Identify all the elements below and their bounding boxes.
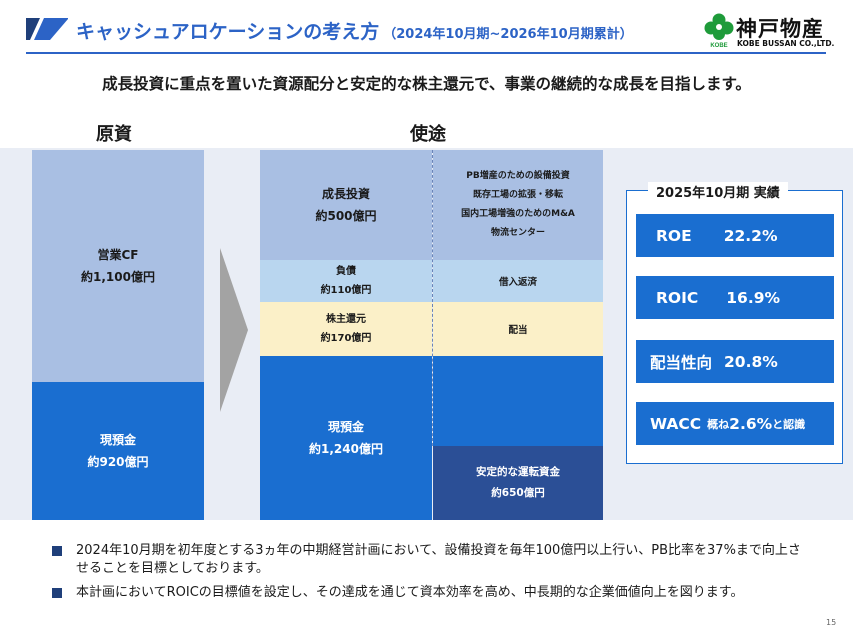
note-item: 2024年10月期を初年度とする3ヵ年の中期経営計画において、設備投資を毎年10…	[50, 542, 810, 578]
note-text: 本計画においてROICの目標値を設定し、その達成を通じて資本効率を高め、中長期的…	[76, 585, 744, 600]
working-capital-amount: 約650億円	[491, 487, 545, 499]
clover-logo-icon: KOBE	[704, 13, 734, 49]
sources-cash-block: 現預金 約920億円	[32, 382, 204, 520]
note-text: 2024年10月期を初年度とする3ヵ年の中期経営計画において、設備投資を毎年10…	[76, 543, 801, 576]
slide-header: キャッシュアロケーションの考え方（2024年10月期~2026年10月期累計） …	[0, 0, 853, 58]
kpi-roe-label: ROE	[656, 226, 692, 245]
sources-cash-amount: 約920億円	[87, 455, 149, 469]
uses-growth-block: 成長投資 約500億円	[260, 150, 432, 260]
debt-amount: 約110億円	[320, 285, 372, 296]
kpi-payout: 配当性向 20.8%	[636, 340, 834, 383]
operating-cf-label: 営業CF	[97, 248, 139, 262]
growth-detail-item: 既存工場の拡張・移転	[472, 190, 563, 200]
header-rule	[26, 52, 826, 54]
growth-detail-item: 国内工場増強のためのM&A	[461, 209, 575, 219]
square-bullet-icon	[52, 588, 62, 598]
uses-cash-label: 現預金	[327, 420, 364, 434]
uses-heading: 使途	[410, 124, 446, 145]
kpi-wacc: WACC 概ね 2.6% と認識	[636, 402, 834, 445]
logo-company-name: 神戸物産	[736, 17, 824, 41]
kpi-payout-label: 配当性向	[650, 353, 713, 372]
uses-debt-block: 負債 約110億円	[260, 260, 432, 302]
kpi-roic-label: ROIC	[656, 288, 699, 307]
kpi-roic-value: 16.9%	[726, 288, 781, 307]
growth-amount: 約500億円	[315, 209, 377, 223]
kpi-payout-value: 20.8%	[724, 352, 778, 371]
kpi-wacc-value: 2.6%	[729, 414, 773, 433]
results-title: 2025年10月期 実績	[648, 182, 788, 201]
company-logo: KOBE 神戸物産 KOBE BUSSAN CO.,LTD.	[704, 13, 844, 49]
slide-title: キャッシュアロケーションの考え方（2024年10月期~2026年10月期累計）	[76, 21, 633, 43]
uses-cash-right-block	[433, 356, 603, 446]
shareholder-label: 株主還元	[326, 314, 366, 325]
sources-heading: 原資	[96, 124, 132, 145]
growth-label: 成長投資	[321, 187, 370, 201]
debt-detail-block: 借入返済	[433, 260, 603, 302]
uses-divider	[432, 150, 433, 446]
debt-label: 負債	[336, 266, 356, 277]
note-item: 本計画においてROICの目標値を設定し、その達成を通じて資本効率を高め、中長期的…	[50, 584, 810, 602]
working-capital-block: 安定的な運転資金 約650億円	[433, 446, 603, 520]
growth-details-block: PB増産のための設備投資 既存工場の拡張・移転 国内工場増強のためのM&A 物流…	[433, 150, 603, 260]
operating-cf-amount: 約1,100億円	[81, 270, 155, 284]
shareholder-amount: 約170億円	[320, 333, 372, 344]
kpi-wacc-suffix: と認識	[772, 417, 806, 431]
slide-period: （2024年10月期~2026年10月期累計）	[383, 27, 633, 42]
kpi-wacc-label: WACC	[650, 414, 702, 433]
debt-detail: 借入返済	[498, 277, 537, 288]
notes-list: 2024年10月期を初年度とする3ヵ年の中期経営計画において、設備投資を毎年10…	[50, 542, 810, 608]
header-chevron-icon	[26, 18, 68, 40]
kpi-roe: ROE 22.2%	[636, 214, 834, 257]
logo-company-name-en: KOBE BUSSAN CO.,LTD.	[737, 39, 835, 48]
shareholder-detail-block: 配当	[433, 302, 603, 356]
svg-text:KOBE: KOBE	[710, 43, 727, 49]
flow-arrow-icon	[220, 248, 248, 412]
kpi-wacc-prefix: 概ね	[707, 417, 730, 431]
lead-statement: 成長投資に重点を置いた資源配分と安定的な株主還元で、事業の継続的な成長を目指しま…	[102, 75, 751, 93]
sources-cash-label: 現預金	[99, 433, 136, 447]
square-bullet-icon	[52, 546, 62, 556]
shareholder-detail: 配当	[508, 325, 528, 336]
growth-detail-item: PB増産のための設備投資	[466, 171, 570, 181]
page-number: 15	[826, 618, 837, 627]
sources-operating-cf-block: 営業CF 約1,100億円	[32, 150, 204, 382]
uses-cash-block: 現預金 約1,240億円	[260, 356, 432, 520]
kpi-roe-value: 22.2%	[723, 226, 778, 245]
growth-detail-item: 物流センター	[490, 228, 545, 238]
kpi-roic: ROIC 16.9%	[636, 276, 834, 319]
uses-shareholder-block: 株主還元 約170億円	[260, 302, 432, 356]
working-capital-label: 安定的な運転資金	[476, 466, 560, 478]
uses-cash-amount: 約1,240億円	[309, 442, 383, 456]
